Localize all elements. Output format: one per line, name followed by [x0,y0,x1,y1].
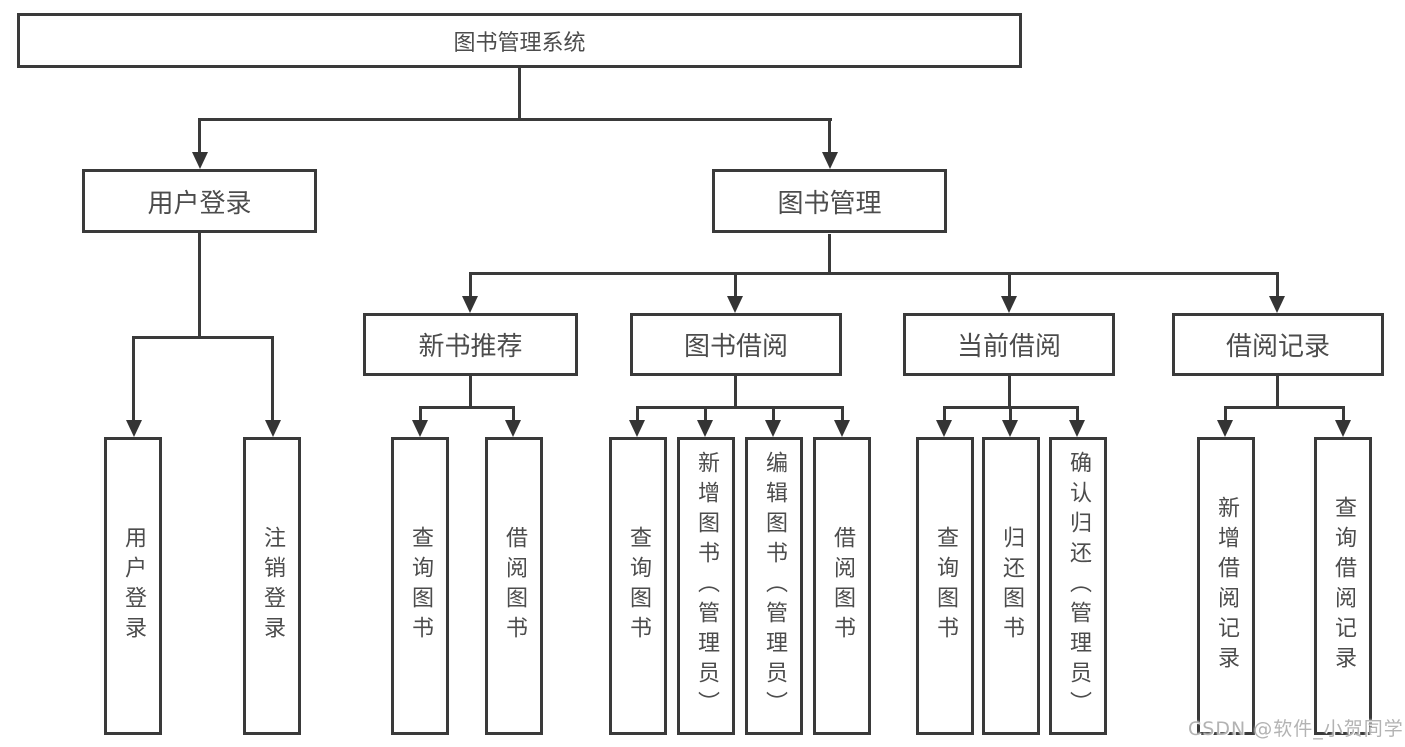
leaf-borrow-books-recommend: 借阅图书 [485,437,543,735]
leaf-query-books-current: 查询图书 [916,437,974,735]
connector-bus [469,272,1279,275]
connector-stem [734,376,737,409]
leaf-query-books-borrowing: 查询图书 [609,437,667,735]
connector-drop [271,336,274,420]
arrowhead-icon [1069,420,1085,437]
node-borrowing-records: 借阅记录 [1172,313,1384,376]
connector-drop [1342,406,1345,420]
arrowhead-icon [834,420,850,437]
connector-stem [828,234,831,275]
arrowhead-icon [412,420,428,437]
leaf-logout: 注销登录 [243,437,301,735]
connector-bus [1224,406,1345,409]
arrowhead-icon [697,420,713,437]
arrowhead-icon [1217,420,1233,437]
connector-stem [1008,376,1011,409]
arrowhead-icon [1335,420,1351,437]
connector-bus [198,118,832,121]
leaf-query-borrow-record: 查询借阅记录 [1314,437,1372,735]
connector-drop [1276,272,1279,296]
leaf-confirm-return-admin: 确认归还（管理员） [1049,437,1107,735]
node-book-management: 图书管理 [712,169,947,233]
connector-stem [469,376,472,409]
connector-drop [943,406,946,420]
arrowhead-icon [936,420,952,437]
node-library-management-system: 图书管理系统 [17,13,1022,68]
arrowhead-icon [822,152,838,169]
connector-drop [841,406,844,420]
arrowhead-icon [1001,296,1017,313]
arrowhead-icon [505,420,521,437]
node-new-book-recommend: 新书推荐 [363,313,578,376]
leaf-query-books-recommend: 查询图书 [391,437,449,735]
arrowhead-icon [727,296,743,313]
connector-bus [636,406,844,409]
arrowhead-icon [192,152,208,169]
arrowhead-icon [765,420,781,437]
leaf-add-borrow-record: 新增借阅记录 [1197,437,1255,735]
csdn-watermark: CSDN @软件_小贺同学 [1188,718,1404,740]
connector-bus [419,406,515,409]
connector-bus [132,336,274,339]
arrowhead-icon [265,420,281,437]
connector-drop [636,406,639,420]
connector-drop [734,272,737,296]
connector-drop [198,118,201,152]
connector-drop [828,118,831,152]
connector-drop [512,406,515,420]
connector-stem [518,68,521,121]
connector-drop [419,406,422,420]
connector-drop [772,406,775,420]
arrowhead-icon [1002,420,1018,437]
arrowhead-icon [126,420,142,437]
connector-drop [1008,272,1011,296]
arrowhead-icon [1269,296,1285,313]
connector-drop [704,406,707,420]
arrowhead-icon [462,296,478,313]
connector-drop [1009,406,1012,420]
leaf-borrow-books-borrowing: 借阅图书 [813,437,871,735]
node-current-borrowing: 当前借阅 [903,313,1115,376]
connector-drop [469,272,472,296]
connector-drop [1224,406,1227,420]
arrowhead-icon [629,420,645,437]
connector-drop [132,336,135,420]
node-book-borrowing: 图书借阅 [630,313,842,376]
leaf-return-books: 归还图书 [982,437,1040,735]
leaf-user-login: 用户登录 [104,437,162,735]
connector-stem [198,233,201,339]
node-user-login: 用户登录 [82,169,317,233]
connector-stem [1276,376,1279,409]
leaf-add-book-admin: 新增图书（管理员） [677,437,735,735]
leaf-edit-book-admin: 编辑图书（管理员） [745,437,803,735]
connector-drop [1076,406,1079,420]
